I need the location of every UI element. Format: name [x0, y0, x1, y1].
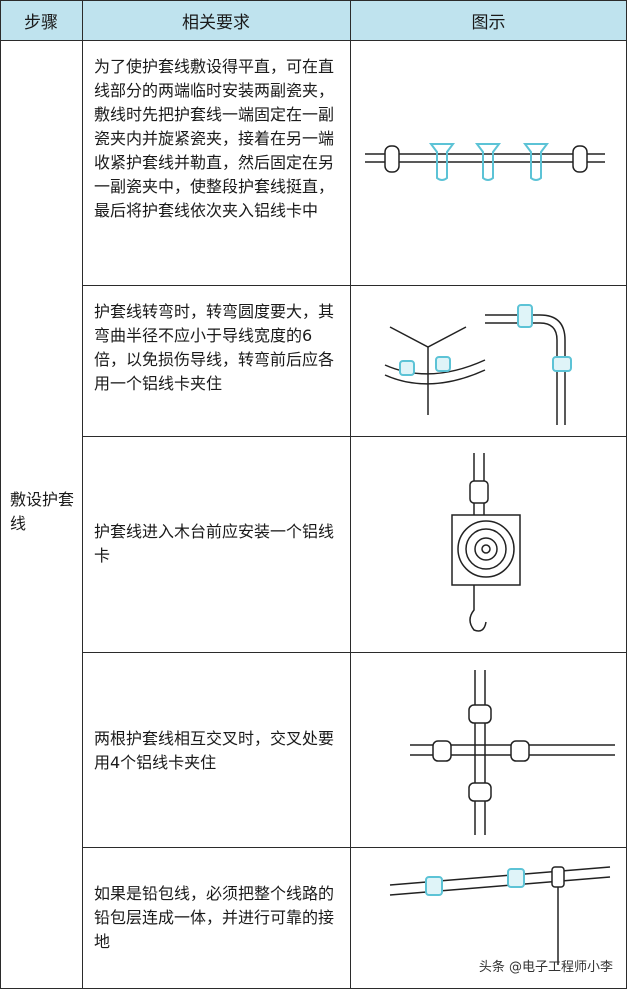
col-divider	[82, 0, 83, 989]
row-divider	[82, 652, 627, 653]
requirement-text: 两根护套线相互交叉时，交叉处要用4个铝线卡夹住	[94, 729, 335, 772]
step-label: 敷设护套线	[10, 490, 75, 533]
table-border	[0, 40, 627, 41]
lead-cable-figure	[389, 866, 611, 965]
row-divider	[82, 285, 627, 286]
header-illustration: 图示	[471, 12, 506, 33]
bend-figure	[384, 304, 572, 425]
requirement-text: 为了使护套线敷设得平直，可在直线部分的两端临时安装两副瓷夹，敷线时先把护套线一端…	[94, 57, 335, 220]
header-step: 步骤	[24, 12, 58, 33]
table-border	[0, 0, 1, 989]
straight-run-figure	[365, 143, 605, 181]
requirement-text: 如果是铅包线，必须把整个线路的铅包层连成一体，并进行可靠的接地	[94, 884, 335, 951]
requirement-text: 护套线进入木台前应安装一个铝线卡	[94, 522, 335, 565]
table-header	[0, 0, 627, 40]
table-border	[0, 988, 627, 989]
col-divider	[350, 0, 351, 989]
row-divider	[82, 436, 627, 437]
wooden-base-figure	[451, 453, 521, 632]
requirement-text: 护套线转弯时，转弯圆度要大，其弯曲半径不应小于导线宽度的6倍，以免损伤导线，转弯…	[94, 302, 335, 393]
table-border	[0, 0, 627, 1]
header-requirements: 相关要求	[182, 12, 250, 33]
crossing-figure	[410, 670, 615, 835]
row-divider	[82, 847, 627, 848]
watermark: 头条 @电子工程师小李	[478, 960, 613, 975]
